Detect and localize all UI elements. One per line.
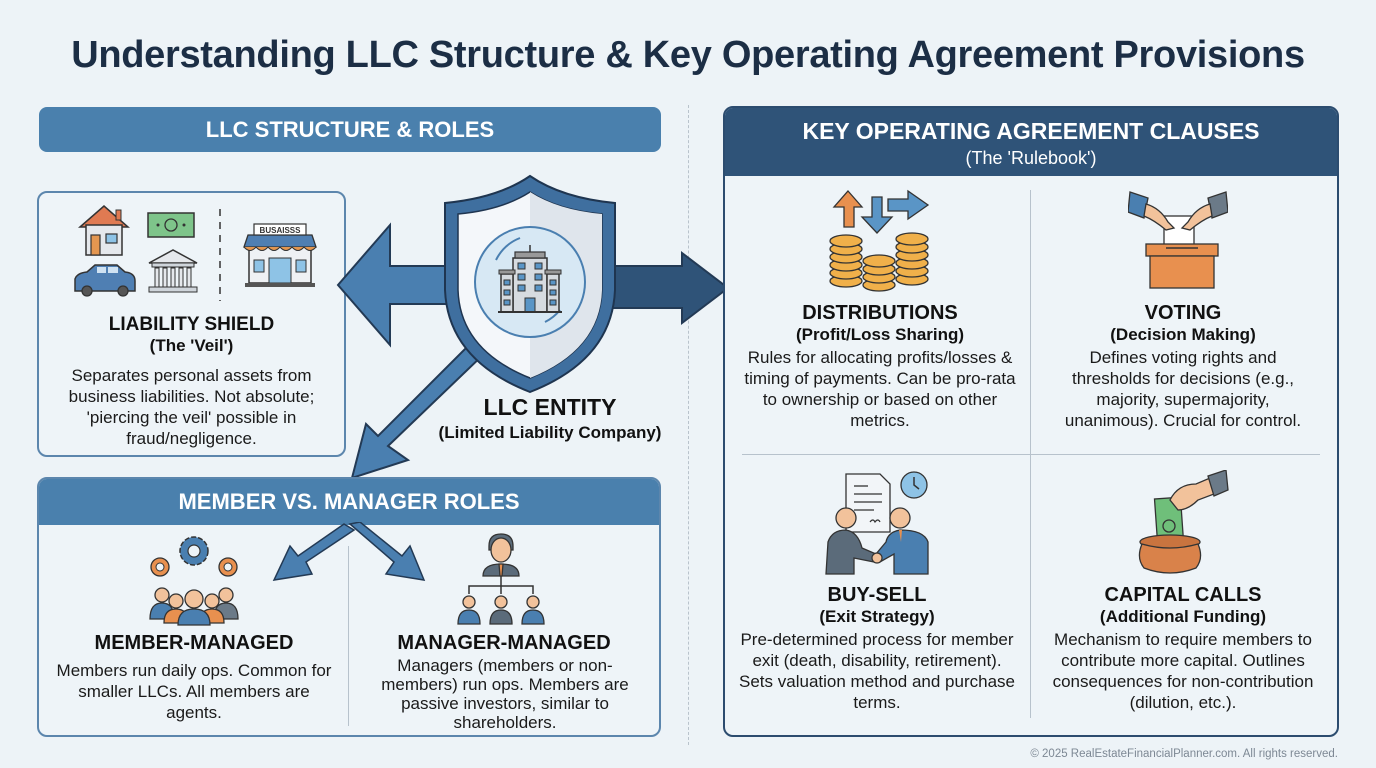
- clauses-subheader: (The 'Rulebook'): [965, 148, 1097, 168]
- cash-icon: [147, 212, 195, 238]
- team-gears-icon: [149, 536, 239, 626]
- clause-title: CAPITAL CALLS: [1104, 584, 1262, 606]
- clause-description: Mechanism to require members to contribu…: [1052, 630, 1314, 712]
- liability-shield-title: LIABILITY SHIELD: [108, 314, 275, 335]
- org-chart-icon: [457, 533, 545, 625]
- liability-shield-description: Separates personal assets from business …: [68, 366, 315, 448]
- ballot-box-icon: [1128, 191, 1228, 289]
- business-storefront-icon: BUSAISSS: [243, 223, 317, 287]
- arrow-left-icon: [336, 222, 451, 348]
- llc-structure-banner: LLC STRUCTURE & ROLES: [39, 107, 661, 152]
- storefront-sign: BUSAISSS: [260, 226, 302, 235]
- arrow-to-manager-icon: [348, 522, 426, 581]
- clause-subtitle: (Additional Funding): [1099, 607, 1267, 626]
- clause-description: Rules for allocating profits/losses & ti…: [744, 348, 1016, 430]
- llc-entity-subtitle: (Limited Liability Company): [438, 423, 662, 442]
- arrow-down-left-icon: [350, 338, 488, 480]
- clause-subtitle: (Profit/Loss Sharing): [795, 325, 965, 344]
- roles-split-arrows: [272, 522, 426, 581]
- clause-description: Pre-determined process for member exit (…: [739, 630, 1015, 712]
- building-icon: [498, 245, 562, 313]
- clause-description: Defines voting rights and thresholds for…: [1064, 348, 1302, 430]
- manager-managed-title: MANAGER-MANAGED: [397, 632, 611, 654]
- clause-subtitle: (Exit Strategy): [819, 607, 935, 626]
- clause-title: VOTING: [1144, 302, 1222, 324]
- page-title: Understanding LLC Structure & Key Operat…: [71, 34, 1305, 76]
- roles-divider: [348, 546, 349, 726]
- member-managed-title: MEMBER-MANAGED: [94, 632, 294, 654]
- liability-shield-subtitle: (The 'Veil'): [149, 336, 234, 355]
- car-icon: [74, 264, 136, 297]
- handshake-contract-icon: [825, 471, 929, 575]
- clause-title: DISTRIBUTIONS: [802, 302, 958, 324]
- arrow-right-icon: [609, 250, 730, 326]
- member-vs-manager-card: MEMBER VS. MANAGER ROLES: [37, 477, 661, 737]
- section-divider: [688, 105, 689, 745]
- house-icon: [78, 205, 130, 256]
- clauses-divider-horizontal: [742, 454, 1320, 455]
- clause-title: BUY-SELL: [827, 584, 927, 606]
- llc-entity-graphic: [336, 174, 730, 480]
- manager-managed-description: Managers (members or non-members) run op…: [381, 656, 629, 732]
- clause-subtitle: (Decision Making): [1110, 325, 1256, 344]
- coins-arrows-icon: [829, 189, 930, 292]
- llc-entity-title: LLC ENTITY: [483, 394, 617, 420]
- roles-header: MEMBER VS. MANAGER ROLES: [39, 479, 659, 525]
- member-managed-description: Members run daily ops. Common for smalle…: [56, 661, 332, 722]
- money-pot-icon: [1138, 470, 1229, 574]
- operating-agreement-card: KEY OPERATING AGREEMENT CLAUSES (The 'Ru…: [723, 106, 1339, 737]
- bank-icon: [148, 249, 198, 293]
- clauses-header: KEY OPERATING AGREEMENT CLAUSES: [802, 118, 1260, 144]
- arrow-to-member-icon: [272, 523, 356, 581]
- copyright-footer: © 2025 RealEstateFinancialPlanner.com. A…: [1030, 748, 1338, 760]
- liability-shield-card: BUSAISSS LIABILITY SHIELD (The 'Veil') S…: [37, 191, 346, 457]
